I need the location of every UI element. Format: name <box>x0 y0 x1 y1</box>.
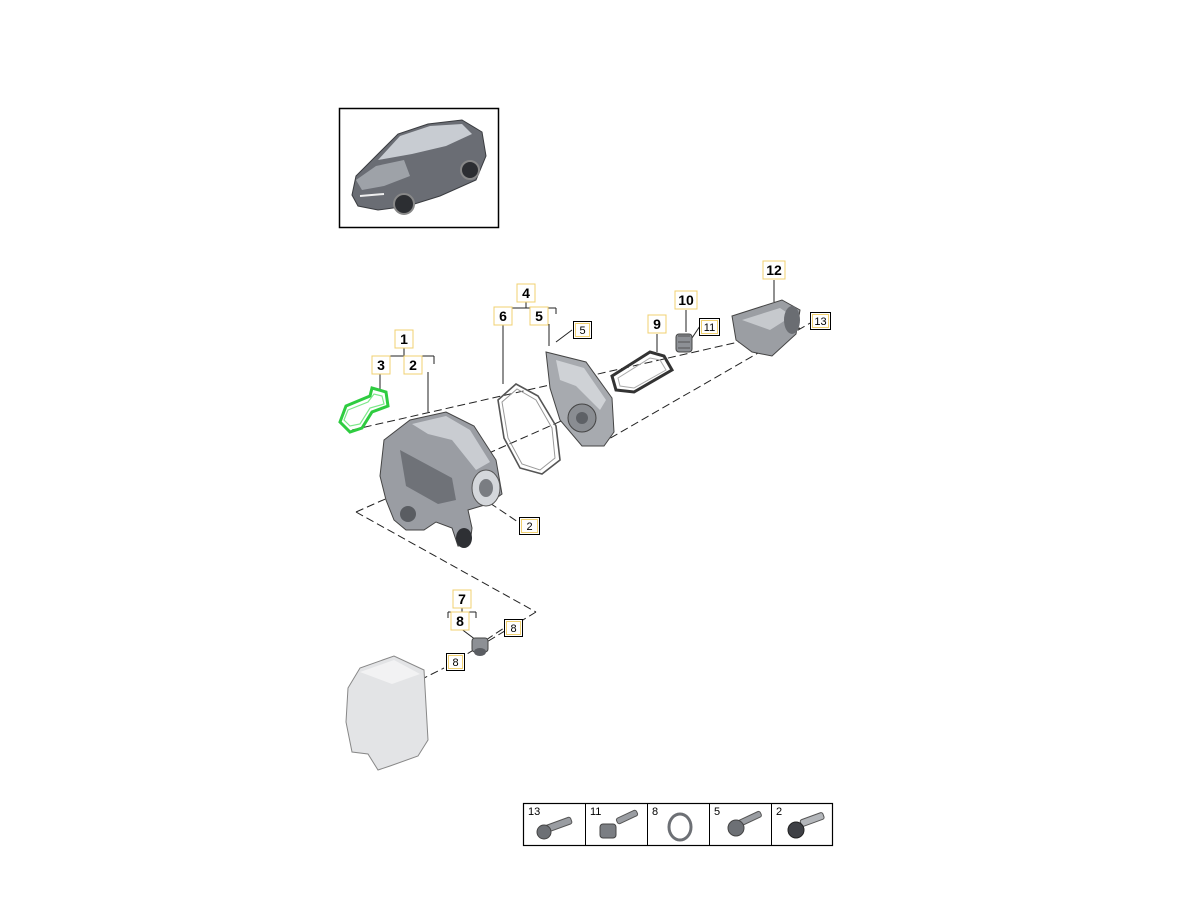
callout-3[interactable]: 3 <box>371 355 391 375</box>
ref-2[interactable]: 2 <box>519 517 540 535</box>
callout-1-label: 1 <box>400 331 408 347</box>
oil-cooler-part[interactable] <box>345 655 429 771</box>
legend-11-label: 11 <box>590 806 601 818</box>
callout-10[interactable]: 10 <box>674 290 698 310</box>
legend-13-label: 13 <box>528 806 540 818</box>
union-part[interactable] <box>471 637 489 656</box>
callout-5-label: 5 <box>535 308 543 324</box>
ref-8-lower[interactable]: 8 <box>446 653 465 671</box>
ref-8-upper[interactable]: 8 <box>504 619 523 637</box>
ref-13[interactable]: 13 <box>810 312 831 330</box>
callout-5[interactable]: 5 <box>529 306 549 326</box>
thermostat-housing[interactable] <box>379 411 503 548</box>
callout-6-label: 6 <box>499 308 507 324</box>
drive-gear-part[interactable] <box>675 333 693 353</box>
ref-13-label: 13 <box>814 316 826 328</box>
gasket-part[interactable] <box>338 386 390 434</box>
callout-10-label: 10 <box>678 292 694 308</box>
vehicle-thumbnail[interactable] <box>338 107 500 229</box>
stud-bolt-icon <box>599 809 639 839</box>
car-icon <box>351 119 487 215</box>
callout-12[interactable]: 12 <box>762 260 786 280</box>
ref-2-label: 2 <box>526 521 532 533</box>
ref-11[interactable]: 11 <box>699 318 720 336</box>
callout-7-label: 7 <box>458 591 466 607</box>
ref-5-label: 5 <box>579 325 585 337</box>
legend-2-label: 2 <box>776 806 782 818</box>
ref-8-upper-label: 8 <box>510 623 516 635</box>
seal-ring-part[interactable] <box>497 383 561 475</box>
callout-3-label: 3 <box>377 357 385 373</box>
callout-1[interactable]: 1 <box>394 329 414 349</box>
flange-bolt-icon <box>727 810 762 837</box>
callout-2-label: 2 <box>409 357 417 373</box>
legend-cell-11[interactable]: 11 <box>590 806 639 839</box>
ref-5[interactable]: 5 <box>573 321 592 339</box>
callout-2[interactable]: 2 <box>403 355 423 375</box>
callout-12-label: 12 <box>766 262 782 278</box>
drive-belt-part[interactable] <box>610 350 675 394</box>
ref-11-label: 11 <box>704 322 715 334</box>
legend-cell-5[interactable]: 5 <box>714 806 762 837</box>
ref-8-lower-label: 8 <box>452 657 458 669</box>
fastener-legend: 13 11 8 5 2 <box>522 802 834 847</box>
torx-bolt-icon <box>536 816 573 840</box>
collar-bolt-icon <box>787 812 825 839</box>
water-pump-part[interactable] <box>545 351 615 447</box>
legend-5-label: 5 <box>714 806 720 818</box>
callout-9[interactable]: 9 <box>647 314 667 334</box>
callout-6[interactable]: 6 <box>493 306 513 326</box>
legend-cell-8[interactable]: 8 <box>652 806 693 842</box>
callout-8[interactable]: 8 <box>450 611 470 631</box>
callout-8-label: 8 <box>456 613 464 629</box>
callout-9-label: 9 <box>653 316 661 332</box>
callout-7[interactable]: 7 <box>452 589 472 609</box>
belt-cover-part[interactable] <box>731 299 801 357</box>
callout-labels: 1 2 3 4 5 6 7 8 <box>371 260 786 631</box>
legend-8-label: 8 <box>652 806 658 818</box>
seal-ring-icon <box>667 812 693 842</box>
legend-cell-13[interactable]: 13 <box>528 806 573 840</box>
callout-4[interactable]: 4 <box>516 283 536 303</box>
callout-4-label: 4 <box>522 285 530 301</box>
fastener-refs: 5 11 13 2 8 8 <box>446 312 831 671</box>
legend-cell-2[interactable]: 2 <box>776 806 825 839</box>
